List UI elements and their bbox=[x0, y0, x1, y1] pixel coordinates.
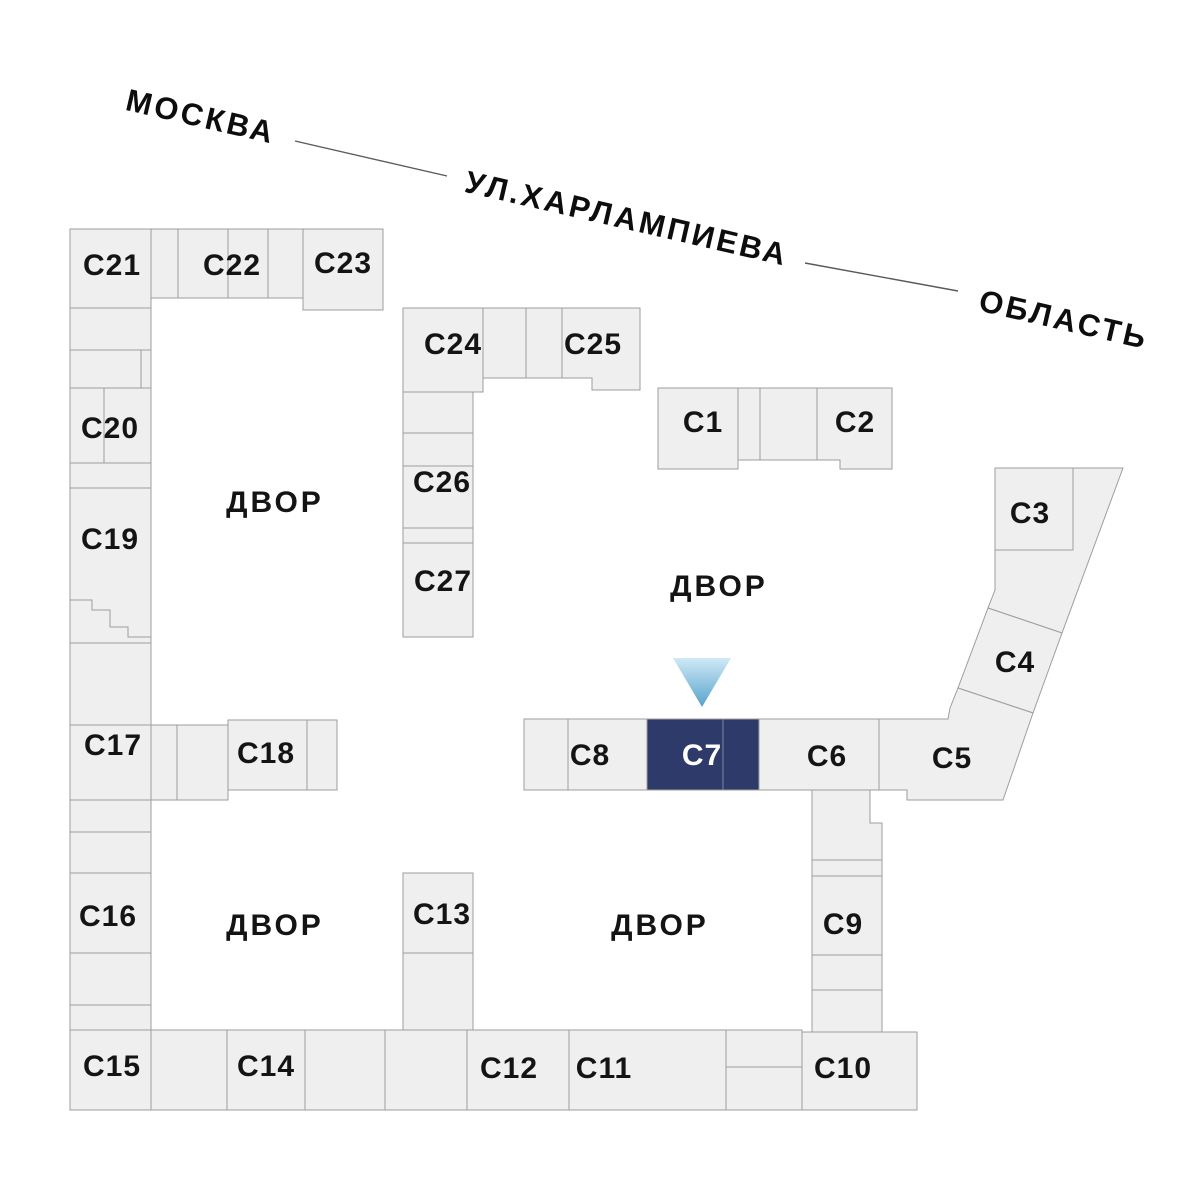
building-section bbox=[811, 789, 883, 861]
building-c21-label: C21 bbox=[83, 249, 141, 282]
building-section bbox=[759, 387, 818, 461]
building-section bbox=[267, 228, 304, 299]
building-c2-label: C2 bbox=[835, 406, 875, 439]
building-c21[interactable] bbox=[69, 228, 152, 309]
building-c12-label: C12 bbox=[480, 1052, 538, 1085]
building-c20-label: C20 bbox=[81, 412, 139, 445]
building-section bbox=[402, 952, 474, 1031]
building-c18-label: C18 bbox=[237, 737, 295, 770]
building-c6-label: C6 bbox=[807, 740, 847, 773]
building-c13[interactable] bbox=[402, 872, 474, 954]
building-c15[interactable] bbox=[69, 1029, 152, 1111]
building-section bbox=[69, 1004, 152, 1031]
building-c1[interactable] bbox=[657, 387, 739, 470]
building-c10[interactable] bbox=[801, 1031, 918, 1111]
courtyard-label-top-left: ДВОР bbox=[226, 486, 324, 519]
building-c11-label: C11 bbox=[576, 1052, 632, 1085]
building-section bbox=[402, 527, 474, 544]
building-section bbox=[525, 307, 563, 379]
building-c4-label: C4 bbox=[995, 646, 1035, 679]
building-c27-label: C27 bbox=[414, 565, 472, 598]
building-section bbox=[69, 462, 152, 489]
building-c11[interactable] bbox=[568, 1029, 727, 1111]
building-section bbox=[402, 432, 474, 467]
building-c7-label: C7 bbox=[682, 739, 722, 772]
building-c17-label: C17 bbox=[84, 729, 142, 762]
building-section bbox=[304, 1029, 386, 1111]
building-c23-label: C23 bbox=[314, 247, 372, 280]
building-section bbox=[69, 349, 152, 389]
building-section bbox=[69, 799, 152, 833]
building-c1-label: C1 bbox=[683, 406, 723, 439]
street-name-label: УЛ.ХАРЛАМПИЕВА bbox=[462, 164, 792, 272]
building-section bbox=[150, 228, 179, 299]
building-c3-label: C3 bbox=[1010, 497, 1050, 530]
building-section bbox=[384, 1029, 468, 1111]
building-section bbox=[150, 1029, 228, 1111]
building-c15-label: C15 bbox=[83, 1050, 141, 1083]
courtyard-label-bottom-middle: ДВОР bbox=[611, 909, 709, 942]
building-section bbox=[811, 954, 883, 991]
building-section bbox=[402, 391, 474, 434]
building-c3[interactable] bbox=[994, 467, 1074, 551]
building-section bbox=[737, 387, 761, 461]
building-section bbox=[69, 642, 152, 726]
building-c22-label: C22 bbox=[203, 249, 261, 282]
building-c13-label: C13 bbox=[413, 898, 471, 931]
building-c12[interactable] bbox=[466, 1029, 570, 1111]
building-c25[interactable] bbox=[561, 307, 641, 391]
selection-pointer-icon bbox=[673, 658, 731, 707]
building-section bbox=[523, 718, 569, 791]
building-section bbox=[987, 467, 1124, 634]
courtyard-label-middle: ДВОР bbox=[670, 570, 768, 603]
building-c8-label: C8 bbox=[570, 739, 610, 772]
building-c2[interactable] bbox=[816, 387, 893, 470]
building-c10-label: C10 bbox=[814, 1052, 872, 1085]
building-section bbox=[150, 724, 178, 801]
building-section bbox=[811, 989, 883, 1033]
building-c23[interactable] bbox=[302, 228, 384, 311]
building-c26[interactable] bbox=[402, 465, 474, 529]
building-c24[interactable] bbox=[402, 307, 484, 393]
building-c25-label: C25 bbox=[564, 328, 622, 361]
building-c14-label: C14 bbox=[237, 1050, 295, 1083]
building-c20[interactable] bbox=[69, 387, 152, 464]
building-c8[interactable] bbox=[567, 718, 648, 791]
building-c5-label: C5 bbox=[932, 742, 972, 775]
street-line-segment bbox=[804, 262, 959, 292]
building-section bbox=[176, 724, 229, 801]
building-c6[interactable] bbox=[758, 718, 880, 791]
building-c27[interactable] bbox=[402, 542, 474, 638]
building-c16-label: C16 bbox=[79, 900, 137, 933]
building-c26-label: C26 bbox=[413, 466, 471, 499]
building-c9-label: C9 bbox=[823, 908, 863, 941]
building-section bbox=[306, 719, 338, 791]
building-section bbox=[811, 859, 883, 877]
building-c24-label: C24 bbox=[424, 328, 482, 361]
street-line-segment bbox=[294, 140, 448, 177]
building-section bbox=[69, 952, 152, 1006]
building-c9[interactable] bbox=[811, 875, 883, 956]
courtyard-label-bottom-left: ДВОР bbox=[226, 909, 324, 942]
building-c22[interactable] bbox=[177, 228, 269, 299]
building-c16[interactable] bbox=[69, 872, 152, 954]
building-section bbox=[69, 307, 152, 351]
building-c5[interactable] bbox=[878, 687, 1034, 801]
street-direction-moscow: МОСКВА bbox=[123, 82, 279, 150]
building-section bbox=[725, 1029, 803, 1068]
building-c14[interactable] bbox=[226, 1029, 306, 1111]
building-c19-label: C19 bbox=[81, 523, 139, 556]
street-direction-oblast: ОБЛАСТЬ bbox=[976, 283, 1152, 356]
building-section bbox=[482, 307, 527, 379]
building-c17[interactable] bbox=[69, 724, 152, 801]
building-section bbox=[725, 1066, 803, 1111]
building-section bbox=[69, 831, 152, 874]
